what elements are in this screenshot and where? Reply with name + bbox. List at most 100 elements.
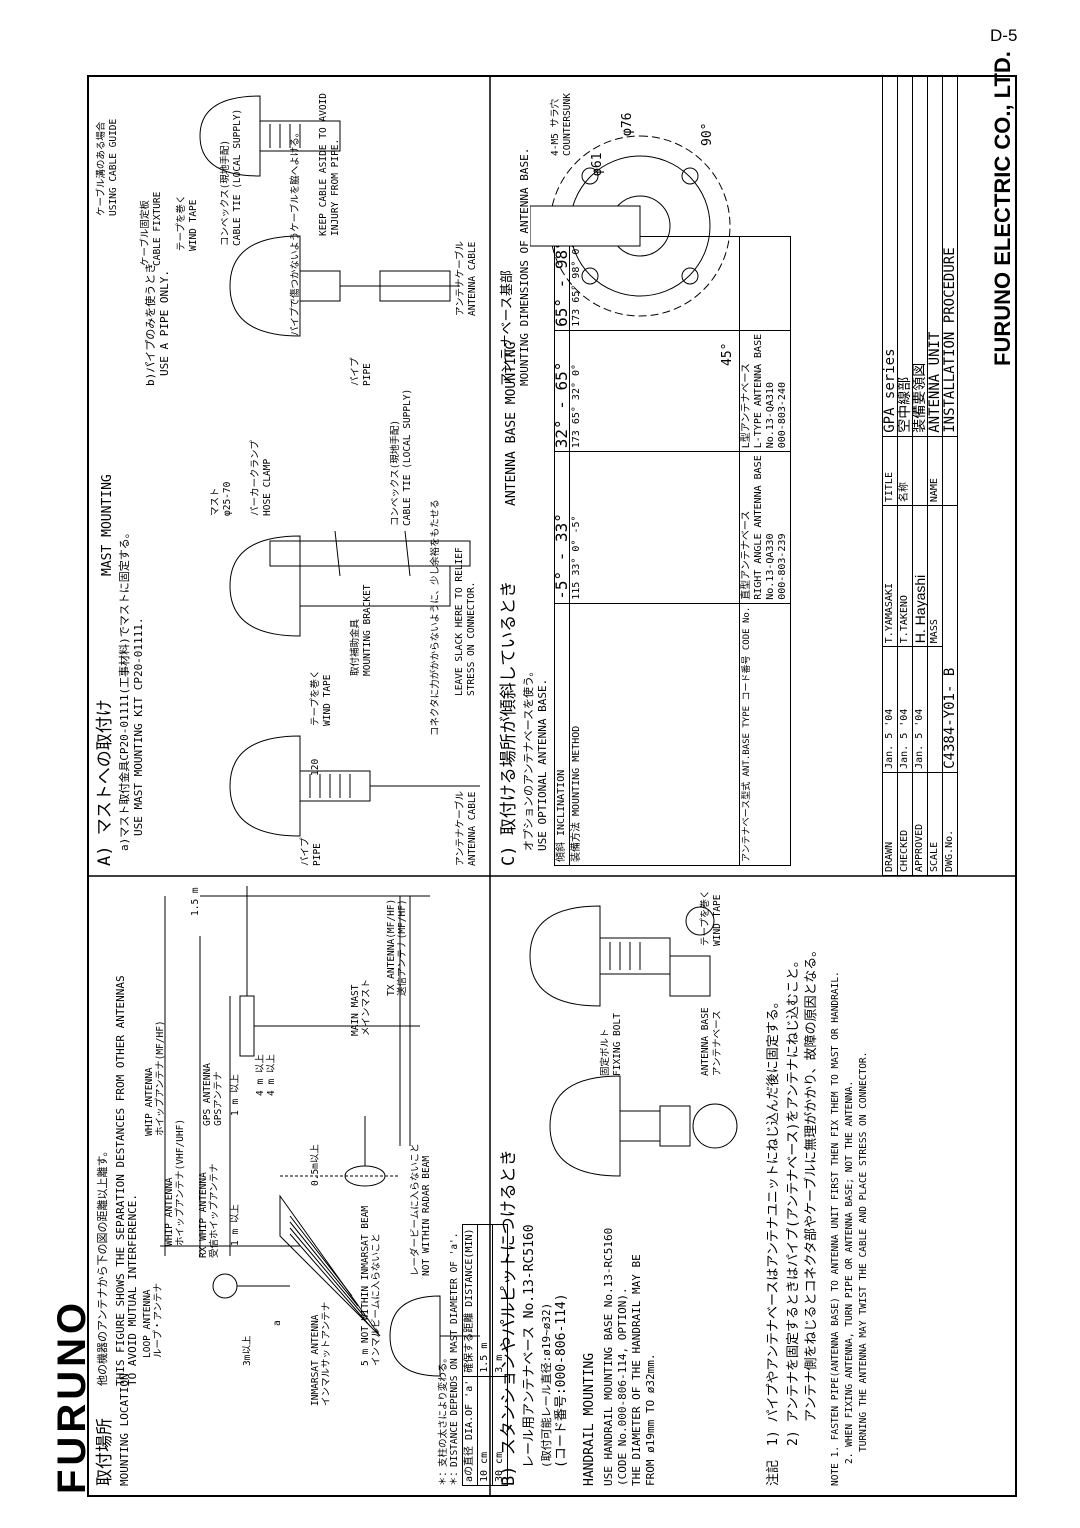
dist-05m: 0.5m以上 [310,1144,321,1186]
dim-phi61: φ61 [590,152,605,176]
name-1: ANTENNA UNIT [927,76,943,437]
notes-jp-label: 注記 [766,1459,781,1486]
approved-name: H. Hayashi [912,505,928,647]
title-block-spacer [942,436,958,506]
mast-title: A) マストへの取付け [95,699,115,866]
dist-4m-a: 4 m 以上 [255,1054,266,1096]
notes-en-1: NOTE 1. FASTEN PIPE(ANTENNA BASE) TO ANT… [830,971,841,1486]
main-mast-en: MAIN MAST [350,984,361,1036]
incl-dim: 173 [571,430,582,449]
pipe-only-pipe-en: PIPE [362,363,373,386]
incl-type-jp: L型アンテナベース [741,363,752,449]
radar-beam-jp: レーダービームに入らないこと [410,1143,421,1276]
dist-4m-b: 4 m 以上 [266,1054,277,1096]
inmarsat-jp: インマルサットアンテナ [321,1301,332,1406]
guide-tape-jp: テープを巻く [176,194,187,251]
name-jp-2: 装備要領図 [912,76,928,437]
handrail-title: B) スタンションやパルピットにつけるとき [499,1149,519,1486]
furuno-logo: FURUNO [50,1298,94,1494]
handrail-en-2: (CODE No.000-806-114, OPTION). [616,1287,629,1486]
name-jp-1: 空中線部 [897,76,913,437]
title-block-spacer [927,646,943,773]
base-title-jp: アンテナベース基部 [500,270,515,386]
distance-table-head-dist: 確保する距離 DISTANCE(MIN) [462,1224,478,1377]
sheet-frame [87,75,1017,1497]
gps-antenna-en: GPS ANTENNA [202,1063,213,1126]
mast-bracket-jp: 取付補助金具 [350,618,361,676]
antenna-base-jp: アンテナベース [712,1010,723,1076]
dist-1m-b: 1 m 以上 [230,1074,241,1116]
fixing-bolt-jp: 固定ボルト [600,1028,611,1076]
handrail-sub-3: (コード番号:000-806-114) [554,1293,569,1468]
antenna-base-diagram [530,135,731,317]
incl-type-en: L-TYPE ANTENNA BASE [753,333,764,449]
incl-method-cell: 115 33° 0° -5° [569,451,740,604]
drawing-sheet: FURUNO 取付場所 MOUNTING LOCATION 他の機器のアンテナか… [50,51,1030,1516]
tx-antenna-jp: 送信アンテナ(MF/HF) [397,899,408,996]
incl-type-en: RIGHT ANGLE ANTENNA BASE [753,455,764,600]
mass-label: MASS [927,505,943,647]
distance-table-head-dia: aの直径 DIA.OF 'a' [462,1376,478,1486]
page-number: D-5 [990,26,1018,45]
slack-note-en-1: LEAVE SLACK HERE TO RELIEF [454,547,465,696]
mast-cable-en: ANTENNA CABLE [467,791,478,866]
company-name: FURUNO ELECTRIC CO., LTD. [990,51,1015,366]
notes-jp-2: 2) アンテナを固定するときはパイプ(アンテナベース)をアンテナにねじ込むこと。 [786,954,801,1446]
gps-antenna-jp: GPSアンテナ [213,1071,224,1126]
antenna-base-en: ANTENNA BASE [700,1007,711,1076]
table-row: SCALE MASS NAME ANTENNA UNIT [927,76,943,876]
incl-angle: 0° [571,539,582,552]
main-mast-jp: メインマスト [361,978,372,1036]
incl-angle: -5° [571,515,582,534]
incl-angle: 33° [571,557,582,576]
radar-beam-en: NOT WITHIN RADAR BEAM [421,1155,432,1276]
incl-type-code: 000-803-239 [777,533,788,600]
angle-45: 45° [720,342,735,366]
handrail-sub-1: レール用アンテナベース No.13-RC5160 [522,1224,537,1468]
table-row: アンテナベース型式 ANT.BASE TYPE コード番号 CODE No. 直… [739,236,791,866]
mast-tape-en: WIND TAPE [322,674,333,726]
cable-tie-en: CABLE TIE (LOCAL SUPPLY) [402,388,413,526]
rx-whip-jp: 受信ホイップアンテナ [209,1163,220,1258]
table-row: APPROVED Jan. 5 '04 H. Hayashi 装備要領図 [912,76,928,876]
checked-name: T.TAKENO [897,505,913,647]
location-title-jp: 取付場所 [95,1418,115,1486]
handrail-tape-jp: テープを巻く [700,889,711,946]
distance-table-cell: 1.5 m [477,1224,493,1377]
hose-clamp-jp: パーカークランプ [250,440,261,516]
marker-a: a [272,1320,283,1326]
title-block-spacer [912,436,928,506]
checked-date: Jan. 5 '04 [897,646,913,773]
handrail-en-title: HANDRAIL MOUNTING [582,1352,597,1486]
mast-cable-jp: アンテナケーブル [455,790,466,866]
pipe-only-jp: b)パイプのみを使うとき [144,262,157,386]
incl-type-no: No.13-QA310 [765,382,776,449]
mast-dia-note-jp: ＊：支柱の太さにより変わる。 [438,1353,449,1486]
cable-guide-jp: ケーブル溝のある場合 [96,121,107,216]
tx-antenna-en: TX ANTENNA(MF/HF) [386,898,397,996]
handrail-en-3: THE DIAMETER OF THE HANDRAIL MAY BE [630,1254,643,1486]
dim-phi76: φ76 [620,112,635,136]
mast-title-en: MAST MOUNTING [100,474,115,576]
incl-range: -5° - 33° [552,451,571,604]
slack-note-jp: コネクタに力がかからないように、少し余裕をもたせる [430,499,441,736]
table-row: 10 cm 1.5 m [477,1224,493,1486]
table-row: CHECKED Jan. 5 '04 T.TAKENO 名称 空中線部 [897,76,913,876]
drawn-label: DRAWN [882,772,898,876]
title-value: GPA series [882,76,898,437]
loop-antenna-jp: ループ・アンテナ [153,1282,164,1358]
mast-bracket-en: MOUNTING BRACKET [362,584,373,676]
incl-angle: 65° [571,406,582,425]
dist-3m: 3m以上 [242,1335,253,1366]
name-label: NAME [927,436,943,506]
location-note-en-2: TO AVOID MUTUAL INTERFERENCE. [126,1193,139,1386]
mast-dia: φ25-70 [222,481,233,516]
mast-sub-jp: a)マスト取付金具CP20-01111(工事材料)でマストに固定する。 [118,527,131,851]
dist-1m-a: 1 m 以上 [230,1204,241,1246]
fixing-bolt-en: FIXING BOLT [612,1013,623,1076]
checked-label: CHECKED [897,772,913,876]
name-jp-label: 名称 [897,436,913,506]
cable-aside-en-2: INJURY FROM PIPE. [330,138,341,236]
mast-dia-note-en: ＊：DISTANCE DEPENDS ON MAST DIAMETER OF '… [449,1232,460,1487]
location-diagram [160,886,480,1377]
